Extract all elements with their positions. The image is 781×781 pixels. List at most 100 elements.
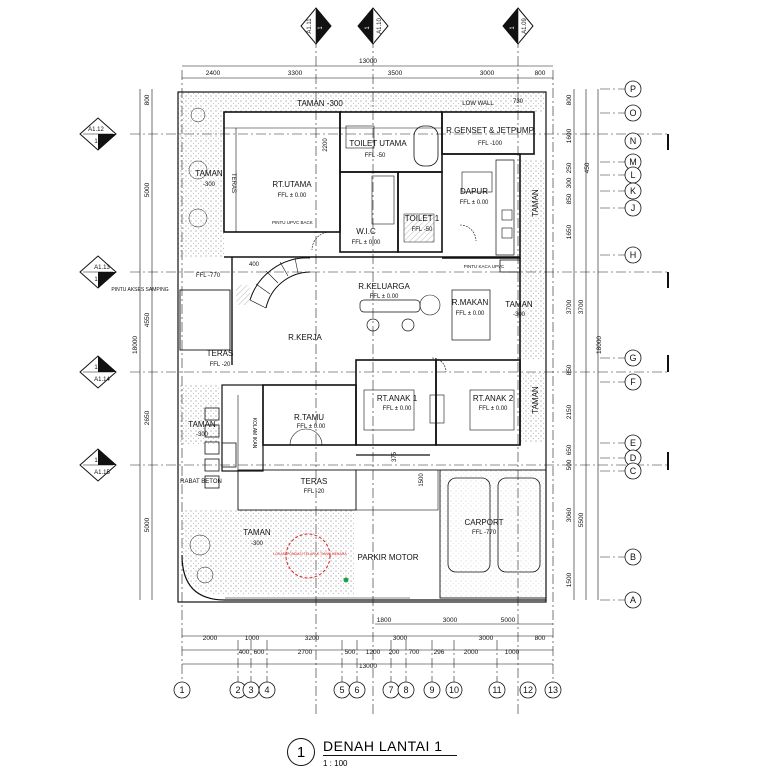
label-teras-vertical: TERAS <box>230 173 236 193</box>
section-a111-b: 1 <box>318 26 324 30</box>
bottom-total-dim: 13000 <box>359 663 377 670</box>
axis-9: 9 <box>429 685 434 695</box>
left-total-dim: 18000 <box>132 336 139 354</box>
bottom-row2-dim-6: 800 <box>535 635 546 642</box>
section-a114-top: 1 <box>94 365 98 371</box>
label-teras2-ffl: FFL -20 <box>304 489 325 495</box>
top-section-marks: A1.11 1 1 A1.10 1 A1.09 <box>300 7 534 45</box>
label-makan: R.MAKAN <box>452 298 489 307</box>
axis-F: F <box>630 377 636 387</box>
label-parkir: PARKIR MOTOR <box>357 553 418 562</box>
label-pintu-upvc: PINTU UPVC BACK <box>272 220 313 225</box>
top-dim-1: 2400 <box>206 70 221 77</box>
label-wic-ffl: FFL ± 0.00 <box>352 240 381 246</box>
right-inner-dim-3: 5500 <box>578 512 585 527</box>
label-carport-ffl: FFL -770 <box>472 530 497 536</box>
label-taman-right3: TAMAN <box>531 386 540 414</box>
label-teras2: TERAS <box>301 477 328 486</box>
label-keluarga: R.KELUARGA <box>358 282 410 291</box>
section-a111-a: A1.11 <box>307 18 313 34</box>
section-a114-bottom: A1.14 <box>94 377 110 383</box>
label-taman-top: TAMAN -300 <box>297 99 343 108</box>
label-taman-right1: TAMAN <box>531 189 540 217</box>
section-a112-bottom: 1 <box>94 139 98 145</box>
left-dim-2: 5000 <box>144 182 151 197</box>
label-genset: R.GENSET & JETPUMP <box>446 126 534 135</box>
axis-A: A <box>630 595 636 605</box>
taman-mid-area <box>180 385 220 445</box>
grid-bubbles <box>173 80 642 699</box>
drawing-number: 1 <box>287 738 315 766</box>
label-dim-2200: 2200 <box>323 138 329 152</box>
bottom-row3-dim-3: 2700 <box>298 649 313 656</box>
right-total-dim: 18000 <box>596 336 603 354</box>
bottom-row2-dim-5: 3000 <box>479 635 494 642</box>
section-a113-bottom: 1 <box>94 277 98 283</box>
bottom-row3-dim-8: 296 <box>434 649 445 656</box>
axis-J: J <box>631 203 636 213</box>
bottom-row1-dim-3: 5000 <box>501 617 516 624</box>
label-dapur: DAPUR <box>460 187 488 196</box>
label-rt-utama: RT.UTAMA <box>272 180 312 189</box>
label-anak2: RT.ANAK 2 <box>473 394 514 403</box>
left-dim-1: 800 <box>144 94 151 105</box>
label-makan-ffl: FFL ± 0.00 <box>456 311 485 317</box>
stair-void <box>236 285 250 305</box>
bottom-row2-dim-1: 2000 <box>203 635 218 642</box>
walls <box>177 91 547 603</box>
right-dim-8: 850 <box>566 364 573 375</box>
label-teras1-ffl: FFL -20 <box>210 362 231 368</box>
taman-right-area-2 <box>521 372 546 442</box>
label-dim-375: 375 <box>392 451 398 462</box>
label-anak1: RT.ANAK 1 <box>377 394 418 403</box>
bottom-row2-dim-3: 3200 <box>305 635 320 642</box>
label-rt-utama-ffl: FFL ± 0.00 <box>278 193 307 199</box>
axis-L: L <box>630 170 635 180</box>
right-inner-dim-1: 450 <box>584 162 591 173</box>
right-inner-dim-2: 3700 <box>578 299 585 314</box>
axis-2: 2 <box>235 685 240 695</box>
section-mark-a113: A1.13 1 <box>79 255 117 289</box>
label-taman-right2: TAMAN <box>505 300 533 309</box>
axis-E: E <box>630 438 636 448</box>
drawing-title-block: 1 DENAH LANTAI 1 1 : 100 <box>287 738 457 768</box>
bottom-row1-dim-2: 3000 <box>443 617 458 624</box>
label-dim-1500: 1500 <box>419 473 425 487</box>
label-tamu: R.TAMU <box>294 413 324 422</box>
section-mark-a115: 1 A1.15 <box>79 448 117 482</box>
right-dim-11: 500 <box>566 459 573 470</box>
axis-1: 1 <box>179 685 184 695</box>
label-taman-left: TAMAN <box>195 169 223 178</box>
top-dim-5: 800 <box>535 70 546 77</box>
axis-C: C <box>630 466 637 476</box>
top-total-dim: 13000 <box>359 58 377 65</box>
section-a110-a: 1 <box>365 26 371 30</box>
axis-11: 11 <box>492 685 501 695</box>
drawing-title: DENAH LANTAI 1 <box>323 738 457 756</box>
label-toilet1-ffl: FFL -50 <box>412 227 433 233</box>
right-dim-2: 1600 <box>566 128 573 143</box>
axis-P: P <box>630 84 636 94</box>
section-a110-b: A1.10 <box>377 18 383 34</box>
axis-K: K <box>630 186 636 196</box>
foundation-location-circle <box>285 533 331 579</box>
label-keluarga-ffl: FFL ± 0.00 <box>370 294 399 300</box>
left-dim-4: 2650 <box>144 410 151 425</box>
label-taman-right2-lvl: -300 <box>513 312 526 318</box>
top-dim-3: 3500 <box>388 70 403 77</box>
label-taman-bottom-lvl: -300 <box>251 541 264 547</box>
right-dim-13: 1500 <box>566 572 573 587</box>
left-dim-5: 5000 <box>144 517 151 532</box>
axis-M: M <box>629 157 637 167</box>
right-dim-7: 3700 <box>566 299 573 314</box>
label-carport: CARPORT <box>465 518 504 527</box>
axis-3: 3 <box>248 685 253 695</box>
label-low-wall-dim: 730 <box>513 99 524 105</box>
label-toilet1: TOILET 1 <box>405 214 440 223</box>
left-dim-3: 4550 <box>144 312 151 327</box>
right-dim-4: 300 <box>566 177 573 188</box>
axis-B: B <box>630 552 636 562</box>
bottom-row3-dim-6: 200 <box>389 649 400 656</box>
label-tree-note: LOKASI PONDASI TELAPAK TIANG MENARA <box>273 552 347 556</box>
